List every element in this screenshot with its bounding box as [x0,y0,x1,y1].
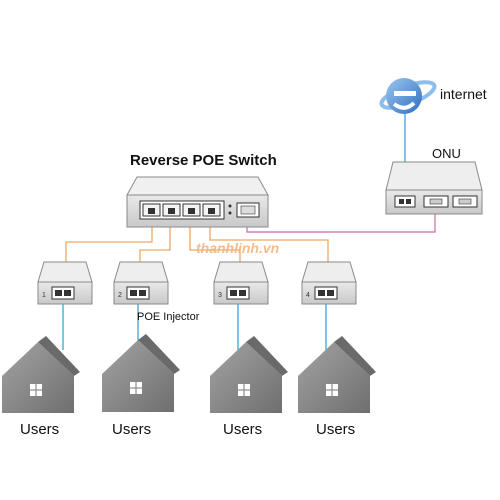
house-icon [210,336,288,413]
port1-line [65,218,153,262]
svg-text:4: 4 [306,292,310,299]
users-label-4: Users [316,421,356,438]
poe-injector-label: POE Injector [137,311,200,323]
users-label-1: Users [20,421,60,438]
poe-switch [126,176,269,228]
poe-injector-1: 1 [37,261,93,305]
svg-text:3: 3 [218,292,222,299]
port2-line [139,218,171,262]
connection-lines [62,110,436,350]
poe-injector-4: 4 [301,261,357,305]
svg-text:1: 1 [42,292,46,299]
svg-text:2: 2 [118,292,122,299]
switch-title: Reverse POE Switch [130,152,277,169]
house-icon [102,334,180,412]
users-label-3: Users [223,421,263,438]
poe-injector-2: 2 [113,261,169,305]
internet-icon [379,78,437,114]
internet-label: internet [440,86,487,102]
watermark: thanhlinh.vn [196,240,280,256]
onu-device [385,161,483,215]
house-icon [298,336,376,413]
port3-line [189,218,241,262]
users-label-2: Users [112,421,152,438]
onu-label: ONU [432,146,461,161]
port4-line [209,218,329,262]
onu-lan-port [394,195,416,208]
poe-injector-3: 3 [213,261,269,305]
house-icon [2,336,80,413]
